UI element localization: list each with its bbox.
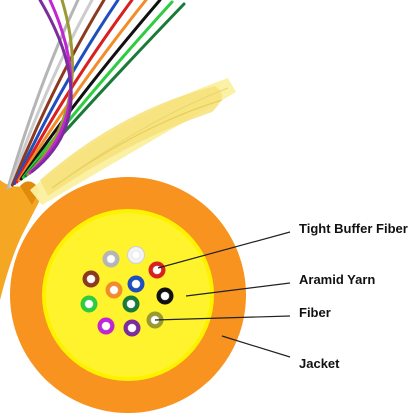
leader-tight-buffer	[157, 231, 291, 269]
label-jacket: Jacket	[299, 356, 340, 371]
fiber-blue	[127, 275, 145, 293]
strand-fiber-purple	[30, 0, 73, 173]
fiber-black	[156, 287, 174, 305]
fiber-strands	[6, 0, 186, 190]
fiber-brown	[82, 270, 100, 288]
label-aramid-yarn: Aramid Yarn	[299, 272, 376, 287]
leader-lines	[154, 231, 291, 358]
fiber-cross-sections	[80, 246, 174, 337]
fiber-purple	[123, 319, 141, 337]
strand-fiber-brown	[10, 0, 106, 187]
fiber-red	[148, 261, 166, 279]
strand-fiber-orange	[17, 0, 148, 182]
aramid-yarn-inner-tint	[46, 213, 210, 377]
strand-fiber-green	[21, 0, 174, 179]
leader-fiber	[154, 315, 291, 321]
fiber-grey	[102, 250, 120, 268]
fiber-white	[127, 246, 145, 264]
fiber-orange	[105, 281, 123, 299]
fiber-violet	[97, 317, 115, 335]
strand-fiber-grey	[6, 0, 80, 190]
strand-fiber-blue	[13, 0, 120, 185]
aramid-yarn-strands	[30, 78, 236, 205]
fiber-green	[80, 295, 98, 313]
strand-fiber-white	[8, 0, 94, 188]
strand-fiber-black	[19, 0, 162, 181]
leader-aramid	[185, 282, 291, 297]
label-fiber: Fiber	[299, 305, 331, 320]
label-tight-buffer-fiber: Tight Buffer Fiber	[299, 221, 408, 236]
leader-jacket	[221, 335, 291, 358]
fiber-teal	[122, 295, 140, 313]
